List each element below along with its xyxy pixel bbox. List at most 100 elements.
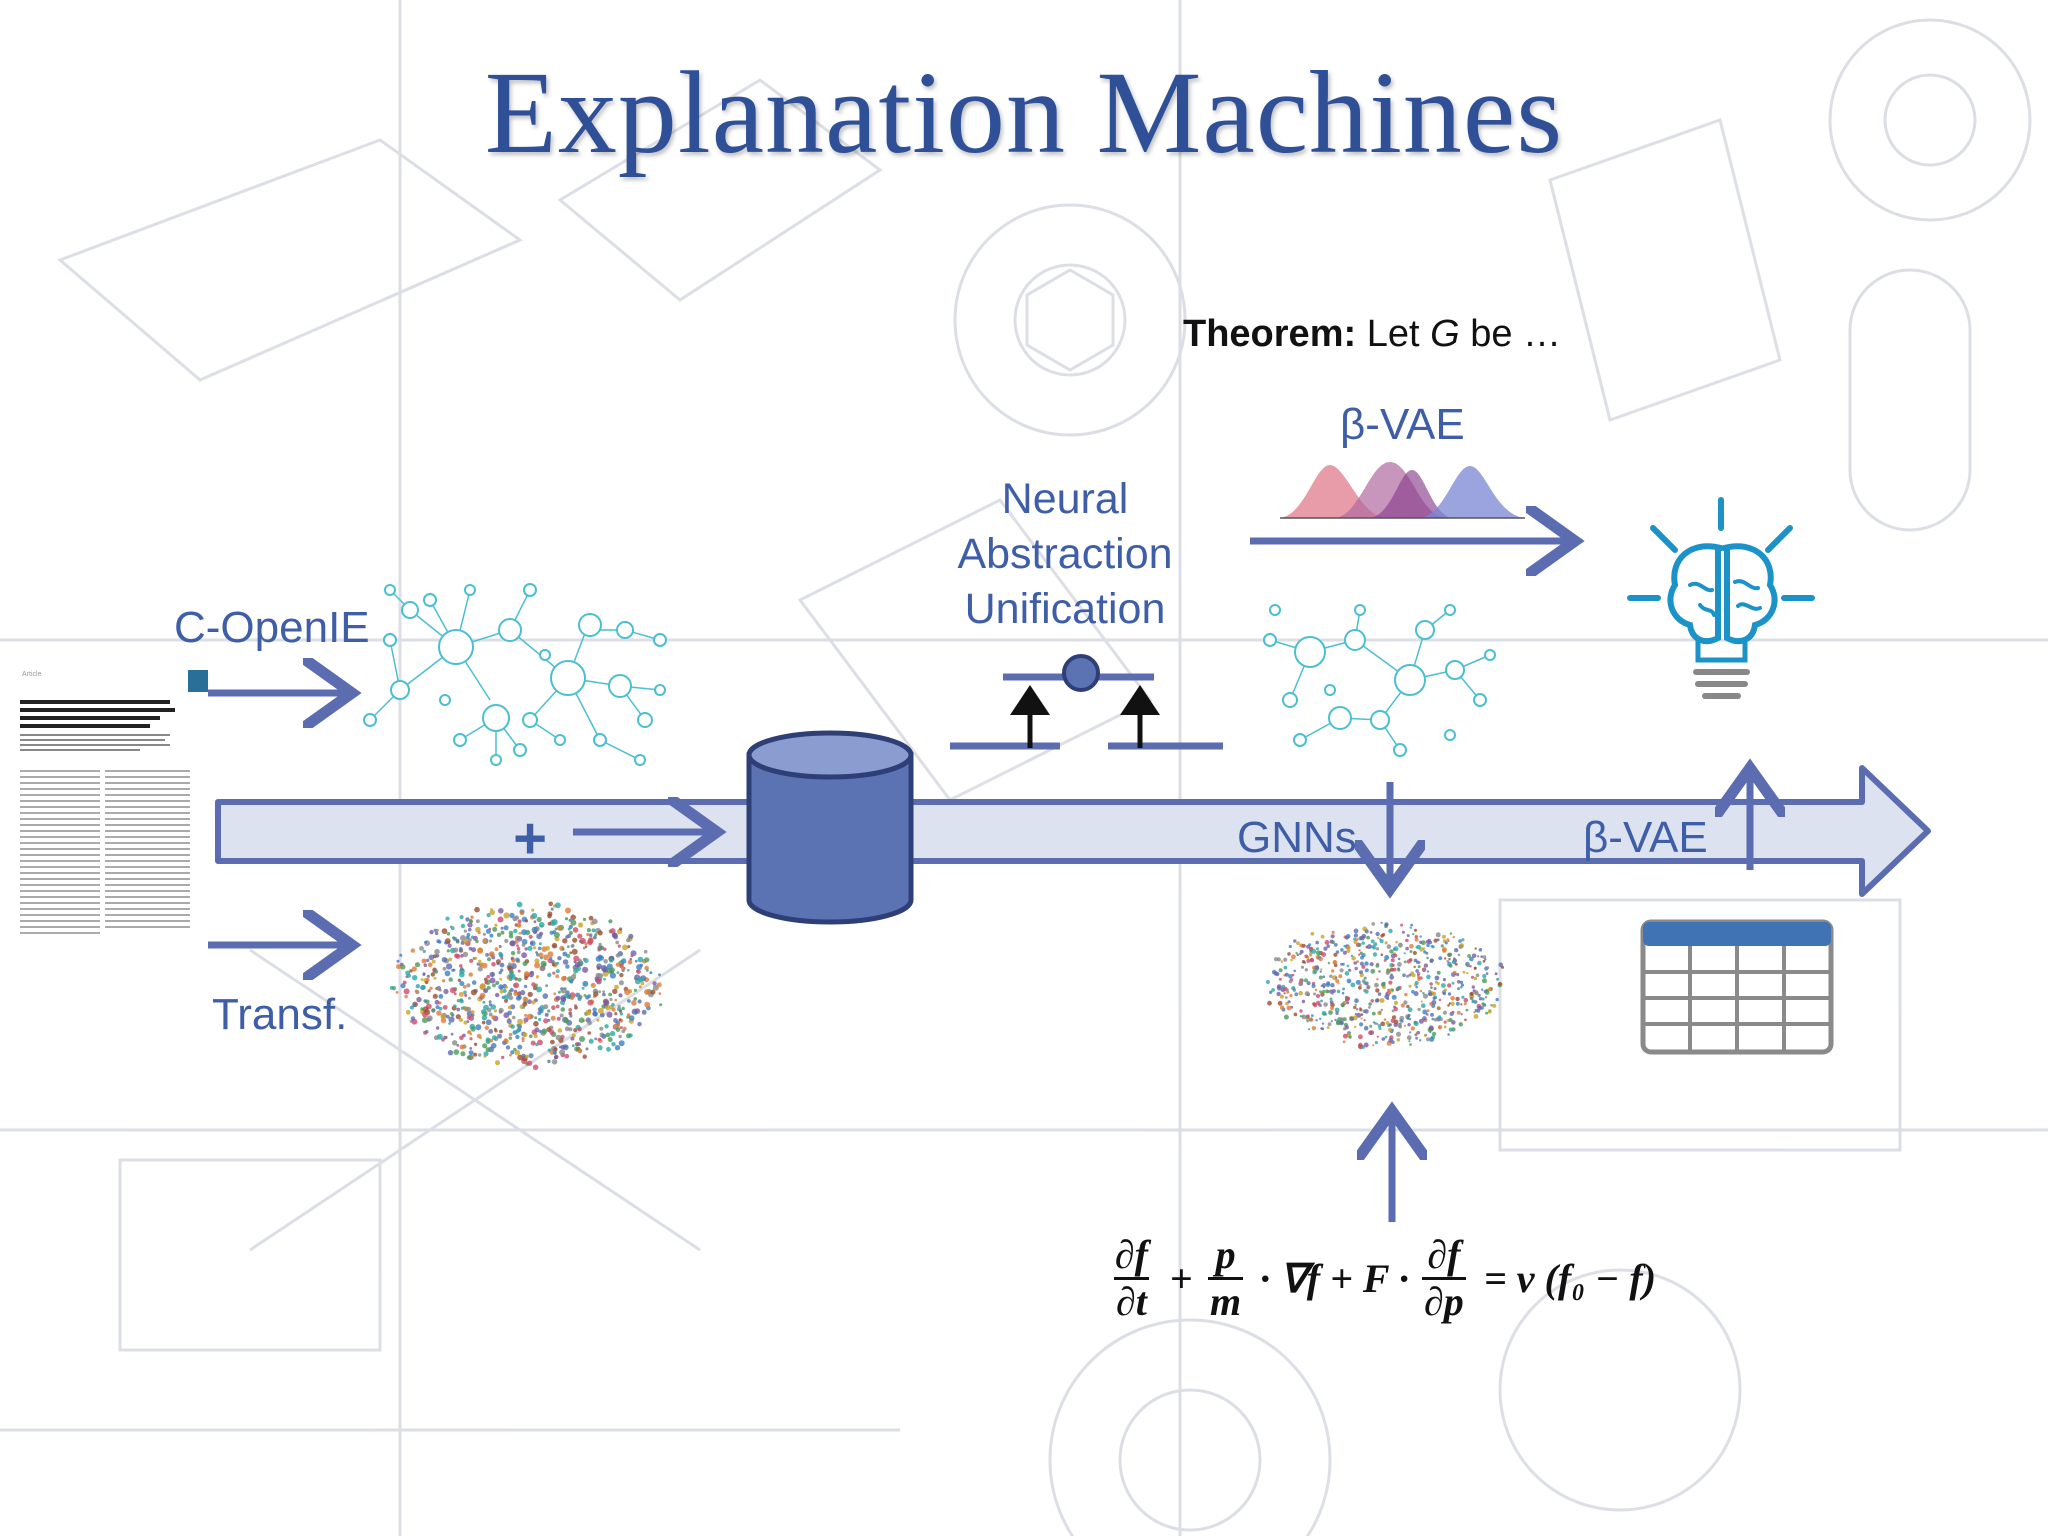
embedding-point	[551, 942, 558, 949]
embedding-point	[598, 990, 601, 994]
embedding-point	[577, 958, 582, 963]
embedding-point	[1284, 972, 1289, 977]
embedding-point	[406, 973, 411, 978]
embedding-point	[443, 988, 449, 995]
embedding-point	[524, 976, 528, 980]
embedding-point	[656, 982, 662, 988]
lightbulb-brain-icon	[1627, 497, 1815, 699]
embedding-point	[438, 1006, 443, 1011]
embedding-point	[521, 952, 527, 959]
embedding-point	[1447, 983, 1452, 988]
embedding-point	[471, 980, 477, 985]
embedding-point	[442, 1005, 448, 1010]
embedding-point	[1269, 990, 1273, 994]
embedding-point	[428, 954, 435, 961]
embedding-point	[460, 1051, 466, 1057]
embedding-point	[503, 1012, 510, 1019]
embedding-point	[1419, 989, 1423, 993]
embedding-point	[486, 1007, 492, 1013]
embedding-point	[537, 1011, 542, 1016]
embedding-point	[1409, 926, 1412, 929]
embedding-point	[560, 987, 567, 994]
embedding-point	[577, 1027, 582, 1032]
embedding-point	[531, 1000, 536, 1005]
embedding-point	[534, 1016, 538, 1020]
embedding-point	[1411, 990, 1415, 994]
embedding-point	[486, 913, 491, 918]
embedding-point	[547, 921, 552, 926]
embedding-point	[1335, 979, 1340, 983]
embedding-point	[1485, 1011, 1489, 1015]
embedding-point	[568, 1027, 573, 1032]
embedding-point	[508, 930, 514, 936]
embedding-point	[1315, 993, 1321, 999]
embedding-point	[1437, 1015, 1442, 1019]
embedding-point	[517, 969, 521, 973]
embedding-point	[531, 926, 538, 933]
embedding-point	[1388, 1023, 1392, 1027]
embedding-point	[1368, 1006, 1371, 1009]
embedding-point	[1457, 953, 1461, 957]
embedding-point	[1318, 975, 1323, 980]
embedding-point	[524, 1054, 529, 1059]
embedding-point	[1344, 971, 1350, 976]
embedding-point	[587, 937, 594, 944]
embedding-point	[468, 996, 471, 1000]
embedding-point	[1327, 961, 1331, 965]
embedding-point	[1487, 1009, 1492, 1014]
embedding-point	[582, 1054, 587, 1059]
embedding-point	[638, 976, 644, 983]
embedding-point	[420, 978, 424, 981]
embedding-point	[1432, 996, 1436, 1000]
embedding-point	[412, 975, 418, 981]
embedding-point	[441, 928, 448, 934]
embedding-point	[641, 1009, 647, 1015]
embedding-point	[1409, 943, 1414, 949]
embedding-point	[545, 984, 548, 988]
embedding-point	[1412, 933, 1415, 936]
embedding-point	[1364, 968, 1369, 973]
embedding-point	[1461, 995, 1465, 999]
embedding-point	[489, 971, 495, 978]
embedding-point	[1459, 980, 1464, 984]
embedding-point	[1315, 950, 1321, 956]
embedding-point	[602, 990, 605, 993]
embedding-point	[1398, 943, 1402, 947]
embedding-point	[538, 952, 544, 958]
embedding-point	[544, 1012, 549, 1017]
embedding-point	[618, 1018, 622, 1022]
embedding-point	[485, 1019, 492, 1026]
embedding-point	[1470, 975, 1475, 979]
embedding-point	[514, 915, 519, 920]
embedding-point	[1405, 974, 1410, 978]
embedding-point	[1400, 1003, 1405, 1008]
embedding-point	[614, 984, 619, 990]
embedding-point	[1309, 952, 1313, 956]
embedding-point	[484, 924, 488, 929]
embedding-point	[1449, 932, 1453, 935]
embedding-point	[521, 943, 526, 947]
embedding-point	[571, 1044, 575, 1048]
embedding-point	[587, 994, 591, 998]
embedding-point	[509, 1053, 512, 1057]
embedding-point	[537, 1039, 543, 1046]
embedding-point	[470, 989, 477, 996]
embedding-point	[564, 1053, 570, 1059]
embedding-point	[1431, 1000, 1437, 1005]
embedding-point	[493, 1009, 498, 1013]
embedding-point	[1320, 992, 1325, 997]
embedding-point	[587, 1020, 592, 1026]
embedding-point	[1295, 951, 1298, 955]
embedding-point	[476, 919, 480, 924]
embedding-point	[1447, 1004, 1450, 1007]
embedding-point	[1437, 1025, 1443, 1030]
embedding-point	[530, 970, 534, 975]
embedding-point	[1377, 992, 1382, 996]
embedding-point	[489, 933, 494, 938]
embedding-point	[582, 946, 586, 950]
embedding-point	[495, 982, 499, 985]
embedding-point	[1428, 992, 1433, 997]
embedding-point	[542, 993, 549, 999]
embedding-point	[587, 999, 594, 1006]
embedding-point	[1403, 952, 1406, 955]
